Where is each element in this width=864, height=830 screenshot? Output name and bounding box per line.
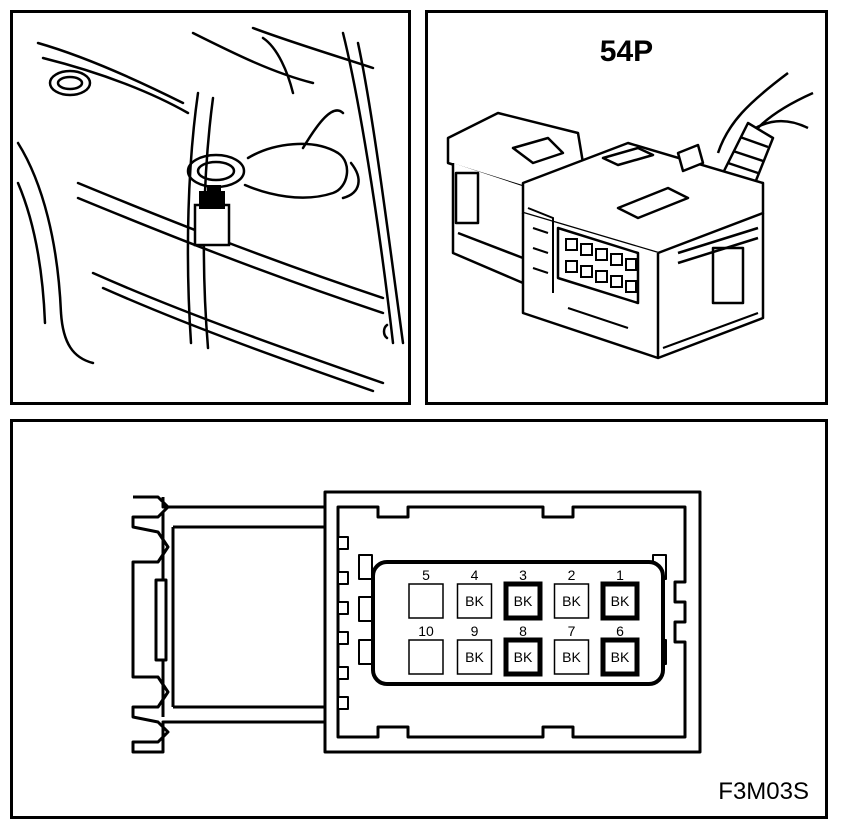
pin-number: 2 xyxy=(568,567,576,583)
pin-number: 10 xyxy=(418,623,434,639)
connector-title: 54P xyxy=(599,35,654,68)
figure-code: F3M03S xyxy=(718,778,809,805)
pin-cavity xyxy=(600,581,640,621)
pin-number: 6 xyxy=(616,623,624,639)
pin-wire-color: BK xyxy=(465,649,484,665)
pin-number: 7 xyxy=(568,623,576,639)
pin-cavity xyxy=(408,583,444,619)
pin-wire-color: BK xyxy=(465,593,484,609)
pin-wire-color: BK xyxy=(514,649,533,665)
door-connector-location-illustration xyxy=(16,26,405,393)
pin-number: 3 xyxy=(519,567,527,583)
pin-wire-color: BK xyxy=(514,593,533,609)
connector-housing-illustration xyxy=(446,72,814,360)
pin-wire-color: BK xyxy=(562,649,581,665)
pin-cavity xyxy=(600,637,640,677)
pin-cavity xyxy=(553,583,590,619)
pin-wire-color: BK xyxy=(611,593,630,609)
pin-number: 5 xyxy=(422,567,430,583)
pin-number: 4 xyxy=(471,567,479,583)
pin-field xyxy=(371,560,665,686)
door-location-panel xyxy=(10,10,411,405)
pin-cavity xyxy=(503,637,543,677)
pin-wire-color: BK xyxy=(611,649,630,665)
connector-panel: 54P xyxy=(425,10,828,405)
pin-wire-color: BK xyxy=(562,593,581,609)
pin-cavity xyxy=(408,639,444,675)
pin-number: 1 xyxy=(616,567,624,583)
pin-cavity xyxy=(553,639,590,675)
pin-number: 8 xyxy=(519,623,527,639)
pin-cavity xyxy=(503,581,543,621)
pin-cavity xyxy=(456,583,493,619)
pin-number: 9 xyxy=(471,623,479,639)
pin-cavity xyxy=(456,639,493,675)
